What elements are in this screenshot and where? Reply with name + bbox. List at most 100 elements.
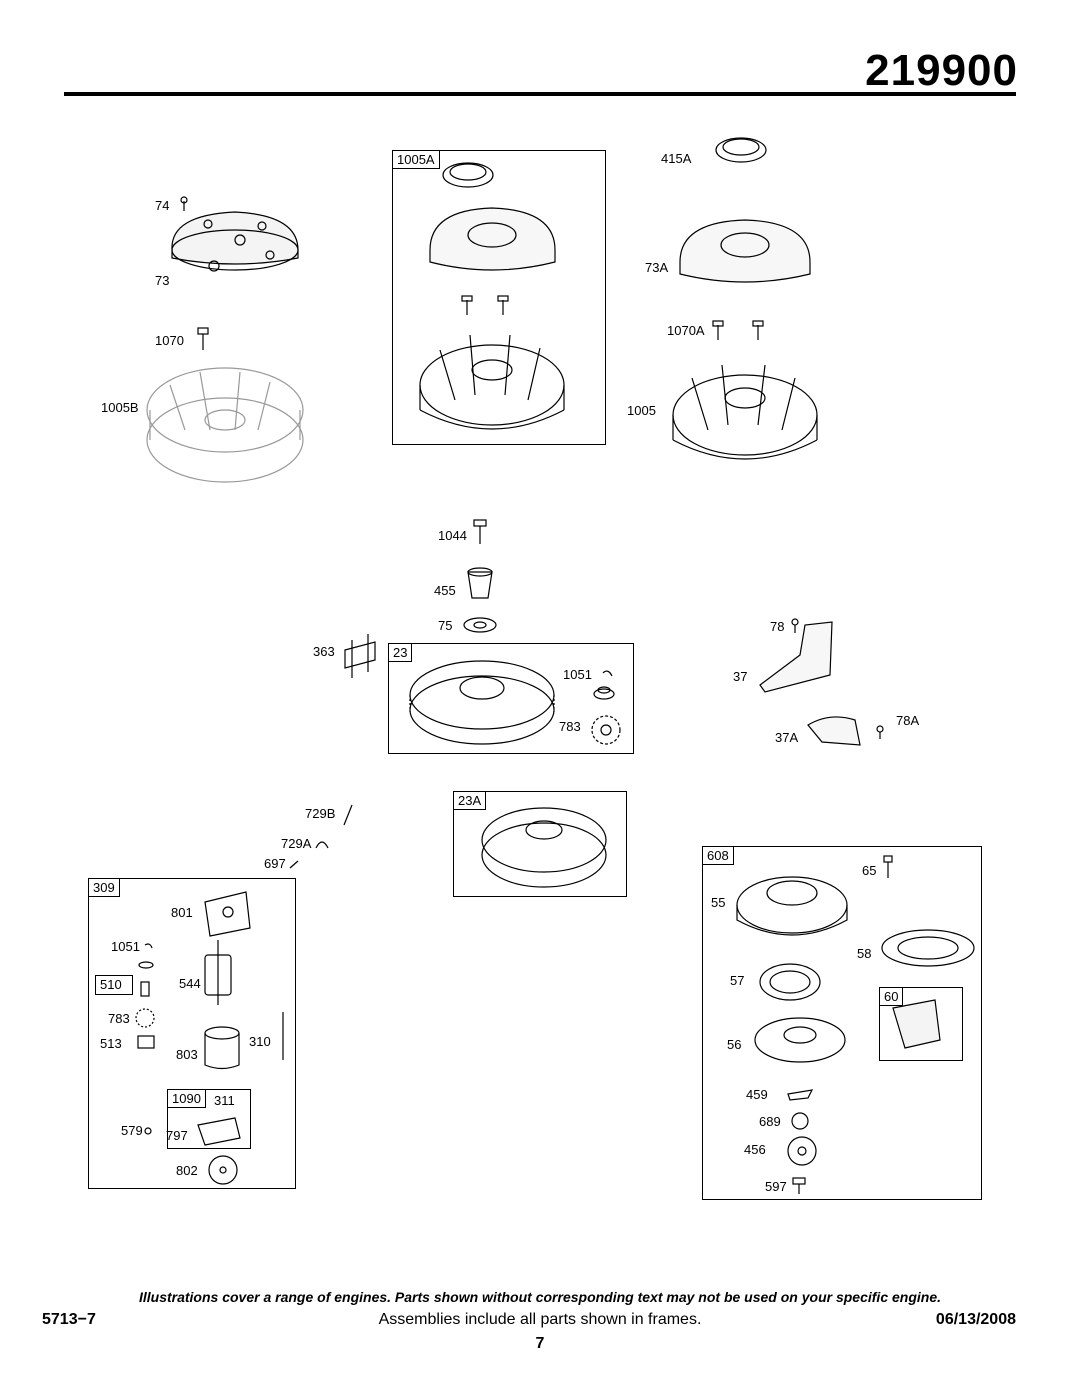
clip-1051-icon xyxy=(602,670,613,677)
callout: 797 xyxy=(166,1128,188,1143)
pulley-56-icon xyxy=(754,1017,846,1063)
fan-1005-framed-icon xyxy=(419,334,565,430)
frame-tag: 309 xyxy=(89,879,120,897)
end-cap-801-icon xyxy=(204,891,251,937)
bolt-1070-icon xyxy=(197,327,209,350)
housing-803-icon xyxy=(204,1026,240,1070)
callout: 802 xyxy=(176,1163,198,1178)
end-plate-802-icon xyxy=(208,1155,238,1185)
callout: 459 xyxy=(746,1087,768,1102)
flywheel-23-icon xyxy=(409,660,555,745)
callout: 55 xyxy=(711,895,726,910)
dog-459-icon xyxy=(787,1089,814,1101)
screw-597-icon xyxy=(792,1177,806,1194)
callout: 56 xyxy=(727,1037,742,1052)
callout: 689 xyxy=(759,1114,781,1129)
cup-455-icon xyxy=(467,567,493,599)
frame-1005a: 1005A xyxy=(392,150,606,445)
callout: 1005 xyxy=(627,403,656,418)
washer-starter-icon xyxy=(138,961,154,969)
flywheel-23a-icon xyxy=(481,807,607,888)
callout: 1005B xyxy=(101,400,139,415)
callout: 1044 xyxy=(438,528,467,543)
callout: 57 xyxy=(730,973,745,988)
frame-608: 608 xyxy=(702,846,982,1200)
blower-cover-73a-icon xyxy=(679,219,811,283)
rewind-housing-55-icon xyxy=(736,876,848,936)
gear-783-icon xyxy=(591,715,621,745)
callout: 363 xyxy=(313,644,335,659)
screw-78a-icon xyxy=(876,725,884,739)
callout: 58 xyxy=(857,946,872,961)
publication-date: 06/13/2008 xyxy=(935,1311,1016,1328)
frame-tag: 60 xyxy=(880,988,904,1006)
callout: 803 xyxy=(176,1047,198,1062)
armature-544-icon xyxy=(204,940,232,1005)
assemblies-note: Assemblies include all parts shown in fr… xyxy=(378,1311,702,1328)
frame-tag: 608 xyxy=(703,847,734,865)
header-rule xyxy=(64,92,1016,96)
screw-74-icon xyxy=(180,196,188,211)
cover-415a-icon xyxy=(715,137,767,163)
frame-1090: 1090 xyxy=(167,1089,251,1149)
clip-1051-starter-icon xyxy=(144,943,153,949)
frame-60: 60 xyxy=(879,987,963,1061)
callout: 455 xyxy=(434,583,456,598)
frame-tag: 23A xyxy=(454,792,487,810)
callout: 1070A xyxy=(667,323,705,338)
frame-tag: 510 xyxy=(96,976,126,993)
publication-number: 5713−7 xyxy=(42,1311,96,1328)
screw-697-icon xyxy=(289,860,299,869)
callout: 1070 xyxy=(155,333,184,348)
fan-1005-icon xyxy=(672,364,818,460)
spring-58-icon xyxy=(881,929,975,967)
frame-tag: 1005A xyxy=(393,151,440,169)
frame-23: 23 xyxy=(388,643,634,754)
blower-cover-73-framed-icon xyxy=(429,207,556,271)
callout: 456 xyxy=(744,1142,766,1157)
callout: 729B xyxy=(305,806,336,821)
bolts-1070a-icon xyxy=(712,320,764,340)
callout: 37A xyxy=(775,730,799,745)
bolt-1044-icon xyxy=(473,519,487,544)
callout: 78A xyxy=(896,713,920,728)
callout: 73A xyxy=(645,260,669,275)
washer-75-icon xyxy=(463,617,497,633)
callout: 801 xyxy=(171,905,193,920)
callout: 697 xyxy=(264,856,286,871)
callout: 729A xyxy=(281,836,312,851)
rectifier-363-icon xyxy=(344,634,376,678)
spring-510-icon xyxy=(140,981,150,997)
callout: 544 xyxy=(179,976,201,991)
handle-60-icon xyxy=(892,999,941,1049)
spring-57-icon xyxy=(759,963,821,1001)
frame-23a: 23A xyxy=(453,791,627,897)
clip-729a-icon xyxy=(315,841,329,849)
callout: 310 xyxy=(249,1034,271,1049)
screw-65-icon xyxy=(883,855,893,878)
retainer-456-icon xyxy=(787,1136,817,1166)
brush-plate-311-icon xyxy=(197,1117,241,1146)
blower-cover-73-icon xyxy=(171,211,299,272)
cover-415a-small-icon xyxy=(442,162,494,188)
screw-78-icon xyxy=(791,618,799,633)
callout: 415A xyxy=(661,151,692,166)
bolts-1070-framed-icon xyxy=(461,295,509,315)
callout: 597 xyxy=(765,1179,787,1194)
callout: 37 xyxy=(733,669,748,684)
callout: 579 xyxy=(121,1123,143,1138)
callout: 78 xyxy=(770,619,785,634)
baffle-37-icon xyxy=(759,621,833,693)
frame-309: 309 xyxy=(88,878,296,1189)
model-number: 219900 xyxy=(865,46,1018,95)
baffle-37a-icon xyxy=(807,716,861,746)
screw-579-icon xyxy=(144,1127,152,1135)
frame-tag: 23 xyxy=(389,644,413,662)
callout: 311 xyxy=(214,1093,235,1108)
page-number: 7 xyxy=(535,1335,545,1352)
fan-1005b-icon xyxy=(146,367,304,483)
callout: 783 xyxy=(559,719,581,734)
wire-729b-icon xyxy=(343,804,353,826)
callout: 73 xyxy=(155,273,170,288)
